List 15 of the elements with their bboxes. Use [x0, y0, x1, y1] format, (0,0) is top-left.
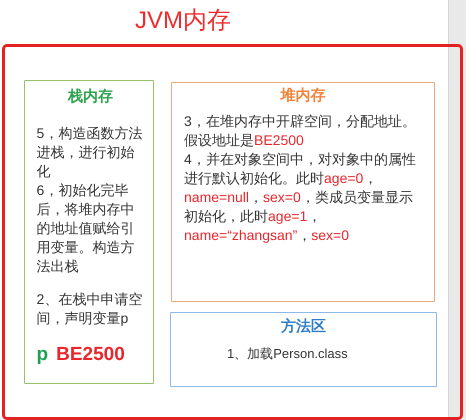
stack-box: [24, 80, 154, 384]
panel-title: 方法区: [281, 316, 326, 336]
step-text: 4，并在对象空间中，对对象中的属性进行默认初始化。此时age=0，name=null，sex=0，类成员变量显示初始化，此时age=1，name=“zhangsan”，sex=0: [184, 150, 417, 245]
address-value: BE2500: [56, 342, 125, 366]
step-text: 6，初始化完毕后，将堆内存中的地址值赋给引用变量。构造方法出栈: [36, 181, 136, 276]
panel-title: 栈内存: [68, 86, 113, 106]
heap-box: [171, 82, 435, 302]
step-text: 1、加载Person.class: [227, 345, 348, 363]
step-text: 3，在堆内存中开辟空间，分配地址。假设地址是BE2500: [184, 112, 417, 150]
method-area-box: [170, 312, 437, 387]
variable-label: p: [36, 342, 48, 366]
step-text: 2、在栈中申请空间，声明变量p: [36, 290, 144, 328]
panel-title: 堆内存: [280, 86, 326, 106]
step-text: 5，构造函数方法进栈，进行初始化: [36, 124, 144, 181]
frame-title: JVM内存: [135, 7, 231, 35]
